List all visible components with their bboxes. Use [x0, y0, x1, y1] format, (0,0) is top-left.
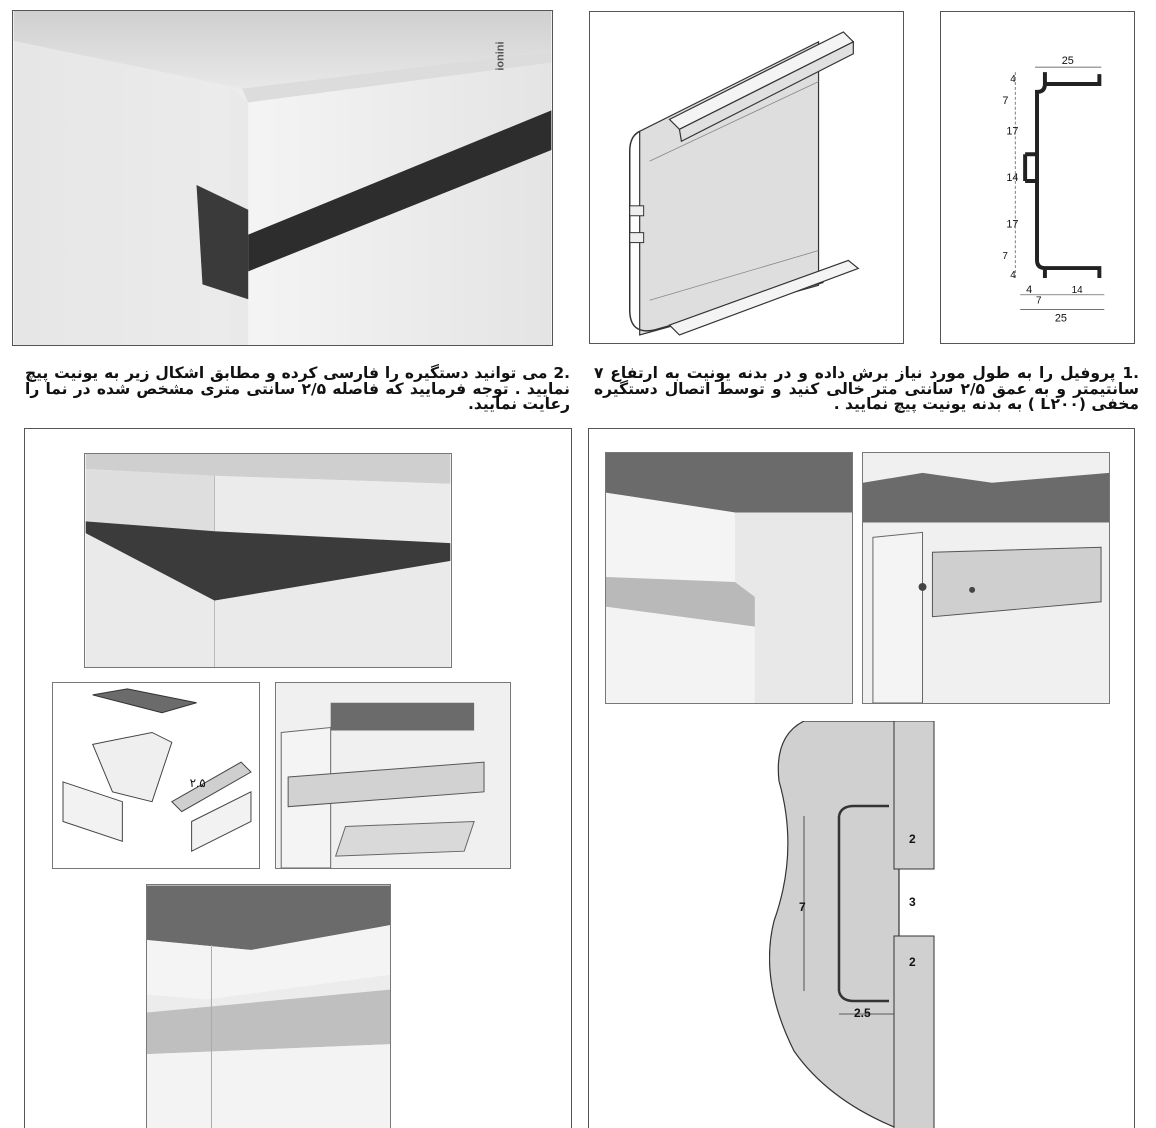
assembly-panel-left: ۲.۵	[24, 428, 572, 1128]
dim-bottom-mid: 7	[1036, 296, 1042, 307]
dim-left-1: 4	[1010, 74, 1016, 85]
kitchen-render-right	[862, 452, 1110, 704]
dim-left-7: 4	[1010, 270, 1016, 281]
section-gap-bottom: 2	[909, 955, 916, 969]
kitchen-render-left	[605, 452, 853, 704]
dim-left-6: 7	[1002, 251, 1008, 262]
cabinet-photo-drawing: ionini	[13, 11, 552, 345]
profile-section-drawing: 25 4 7 17 14 17 7 4 4 7 14 25	[940, 11, 1135, 344]
dim-bottom-left: 4	[1026, 284, 1032, 296]
assembly-label: ۲.۵	[190, 776, 206, 790]
dim-left-3: 17	[1006, 125, 1018, 137]
handle-section-dimensions: 7 2 3 2 2.5	[769, 721, 949, 1128]
profile-3d-drawing	[589, 11, 904, 344]
section-depth: 2.5	[854, 1006, 871, 1020]
dim-left-4: 14	[1006, 172, 1018, 184]
section-height: 7	[799, 900, 806, 914]
section-gap-mid: 3	[909, 895, 916, 909]
corner-render-top	[84, 453, 452, 668]
exploded-assembly: ۲.۵	[52, 682, 260, 869]
dim-top-width: 25	[1062, 55, 1074, 67]
brand-logo: ionini	[495, 42, 507, 71]
cabinet-photo: ionini	[12, 10, 553, 346]
corner-render-bottom	[146, 884, 391, 1128]
dim-left-5: 17	[1006, 218, 1018, 230]
caption-step-1: .1 پروفیل را به طول مورد نیاز برش داده و…	[594, 366, 1139, 413]
assembly-panel-right: 7 2 3 2 2.5	[588, 428, 1135, 1128]
dim-bottom-right: 14	[1072, 285, 1083, 296]
caption-step-2: .2 می توانید دستگیره را فارسی کرده و مطا…	[25, 366, 570, 413]
dim-left-2: 7	[1002, 95, 1008, 107]
dim-bottom-total: 25	[1055, 313, 1067, 325]
section-gap-top: 2	[909, 832, 916, 846]
interior-render	[275, 682, 511, 869]
